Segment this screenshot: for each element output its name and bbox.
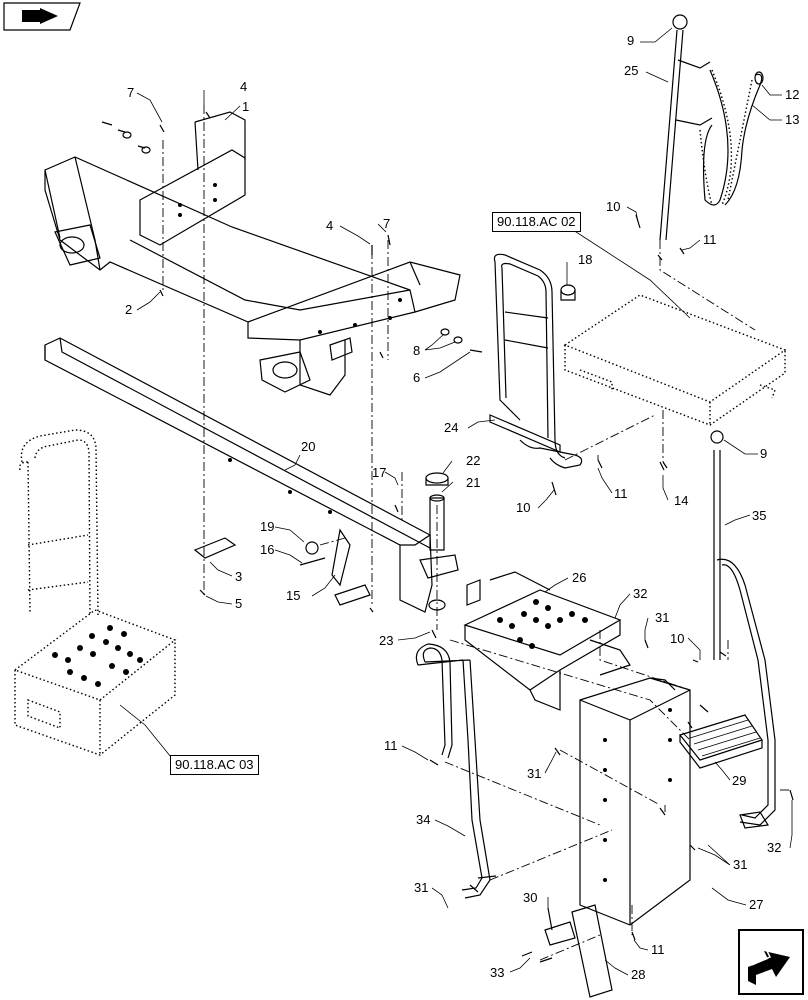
callout-label: 23 bbox=[379, 633, 394, 648]
callout-label: 11 bbox=[651, 942, 665, 957]
callout-label: 33 bbox=[490, 965, 505, 980]
callout-label: 34 bbox=[416, 812, 431, 827]
callout-label: 10 bbox=[606, 199, 621, 214]
part-1-crossbeam bbox=[44, 111, 461, 396]
callout-label: 17 bbox=[372, 465, 387, 480]
part-30-bracket bbox=[544, 907, 576, 946]
callout-label: 5 bbox=[235, 596, 243, 611]
platform-ac03 bbox=[13, 429, 177, 756]
callout-label: 31 bbox=[527, 766, 542, 781]
callout-label: 29 bbox=[732, 773, 747, 788]
part-35-handrail bbox=[710, 430, 776, 829]
callout-label: 7 bbox=[383, 216, 391, 231]
next-arrow-icon[interactable] bbox=[738, 929, 804, 995]
callout-label: 16 bbox=[260, 542, 275, 557]
part-20-beam bbox=[44, 337, 433, 613]
callout-label: 12 bbox=[785, 87, 800, 102]
callout-label: 26 bbox=[572, 570, 587, 585]
callout-label: 22 bbox=[466, 453, 481, 468]
part-34-handrail bbox=[415, 643, 497, 899]
callout-label: 9 bbox=[760, 446, 768, 461]
callout-label: 27 bbox=[749, 897, 764, 912]
callout-label: 11 bbox=[703, 232, 717, 247]
callout-label: 15 bbox=[286, 588, 301, 603]
part-21-22-pin bbox=[419, 472, 459, 611]
alignment-lines bbox=[162, 105, 790, 961]
callout-label: 11 bbox=[614, 486, 628, 501]
part-28-plate bbox=[571, 904, 613, 998]
callout-label: 31 bbox=[655, 610, 670, 625]
callout-label: 20 bbox=[301, 439, 316, 454]
part-27-upright bbox=[579, 677, 691, 926]
part-26-platform bbox=[463, 571, 631, 711]
callout-label: 8 bbox=[413, 343, 421, 358]
callout-label: 18 bbox=[578, 252, 593, 267]
callout-label: 3 bbox=[235, 569, 243, 584]
callout-label: 31 bbox=[733, 857, 748, 872]
callout-label: 32 bbox=[767, 840, 782, 855]
callout-label: 9 bbox=[627, 33, 635, 48]
callout-label: 30 bbox=[523, 890, 538, 905]
callout-label: 4 bbox=[326, 218, 334, 233]
callout-label: 35 bbox=[752, 508, 767, 523]
callout-label: 31 bbox=[414, 880, 429, 895]
callout-label: 28 bbox=[631, 967, 646, 982]
callout-label: 14 bbox=[674, 493, 689, 508]
part-29-step bbox=[678, 704, 763, 769]
platform-ac02 bbox=[563, 294, 787, 426]
part-24-ladder bbox=[489, 253, 583, 469]
callout-label: 11 bbox=[384, 738, 398, 753]
callout-label: 10 bbox=[670, 631, 685, 646]
callout-label: 25 bbox=[624, 63, 639, 78]
book-arrow-icon[interactable] bbox=[3, 2, 81, 31]
callout-label: 21 bbox=[466, 475, 481, 490]
reference-link-ac03[interactable]: 90.118.AC 03 bbox=[170, 755, 259, 775]
callout-label: 24 bbox=[444, 420, 459, 435]
reference-link-ac02[interactable]: 90.118.AC 02 bbox=[492, 212, 581, 232]
callout-label: 7 bbox=[127, 85, 135, 100]
part-25-pole bbox=[659, 14, 764, 241]
callout-label: 4 bbox=[240, 79, 248, 94]
callout-label: 1 bbox=[242, 99, 250, 114]
fasteners bbox=[101, 111, 794, 963]
callout-label: 32 bbox=[633, 586, 648, 601]
callout-label: 2 bbox=[125, 302, 133, 317]
callout-label: 13 bbox=[785, 112, 800, 127]
callout-label: 19 bbox=[260, 519, 275, 534]
leader-lines bbox=[119, 27, 793, 976]
callout-label: 10 bbox=[516, 500, 531, 515]
callout-label: 6 bbox=[413, 370, 421, 385]
